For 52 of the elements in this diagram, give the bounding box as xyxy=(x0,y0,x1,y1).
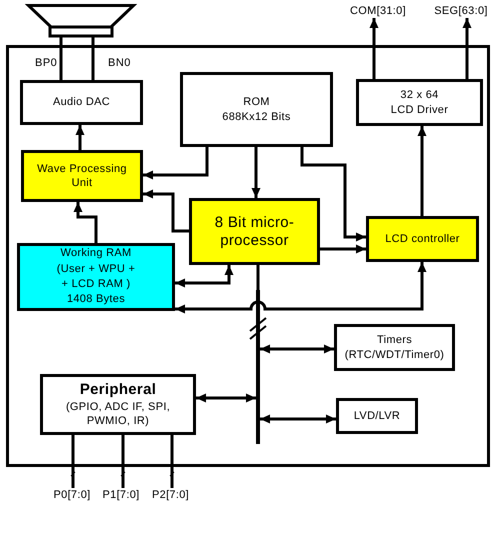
arrow xyxy=(300,147,366,242)
chip-outline xyxy=(6,45,490,467)
connector-line xyxy=(256,265,260,290)
processing-box xyxy=(21,150,143,202)
pin-label: COM[31:0] xyxy=(346,4,410,18)
timer-box xyxy=(334,324,455,371)
signal-label: BN0 xyxy=(108,57,131,69)
block-label: 688Kx12 Bits xyxy=(222,110,291,124)
block-label: Wave Processing Unit xyxy=(36,162,128,190)
peripheral-box xyxy=(40,374,196,435)
connector-line xyxy=(72,435,74,488)
connector-line xyxy=(60,37,62,80)
arrow xyxy=(252,147,260,198)
pin-label: P2[7:0] xyxy=(148,488,193,502)
arrow xyxy=(260,344,334,354)
connector-line xyxy=(92,37,94,80)
arrow xyxy=(418,126,426,216)
block-title: Peripheral xyxy=(80,380,156,400)
arrow xyxy=(260,414,336,424)
block-box xyxy=(20,80,143,125)
arrow xyxy=(462,18,472,79)
arrow xyxy=(175,265,234,288)
signal-label: BP0 xyxy=(35,57,58,69)
speaker-drawing xyxy=(27,4,135,37)
arrow xyxy=(143,147,208,180)
block-label: Timers (RTC/WDT/Timer0) xyxy=(344,333,446,362)
arrow xyxy=(143,190,189,232)
detector-box xyxy=(336,398,418,434)
pin-label: SEG[63:0] xyxy=(430,4,492,18)
controller-box xyxy=(366,216,479,262)
block-label: Audio DAC xyxy=(52,95,110,110)
block-label: (GPIO, ADC IF, SPI, PWMIO, IR) xyxy=(64,400,172,429)
pin-label: P1[7:0] xyxy=(99,488,143,502)
memory-box xyxy=(180,72,333,147)
block-label: ROM xyxy=(243,95,270,110)
pin-label: P0[7:0] xyxy=(50,488,94,502)
arrow xyxy=(196,394,256,402)
block-label: LVD/LVR xyxy=(354,408,400,424)
connector-line xyxy=(122,435,124,488)
block-label: LCD controller xyxy=(385,232,460,246)
driver-box xyxy=(356,79,483,126)
arrow xyxy=(370,18,378,79)
connector-line xyxy=(170,435,174,488)
arrow xyxy=(320,244,366,254)
block-label: Working RAM (User + WPU + + LCD RAM ) 1408 Bytes xyxy=(56,246,136,308)
arrow xyxy=(175,262,426,314)
arrow xyxy=(74,202,98,243)
processor-box xyxy=(189,198,320,265)
block-label: 8 Bit micro-processor xyxy=(214,214,294,249)
block-label: 32 x 64 LCD Driver xyxy=(390,88,450,117)
arrow xyxy=(76,125,84,150)
memory-box xyxy=(17,243,175,311)
